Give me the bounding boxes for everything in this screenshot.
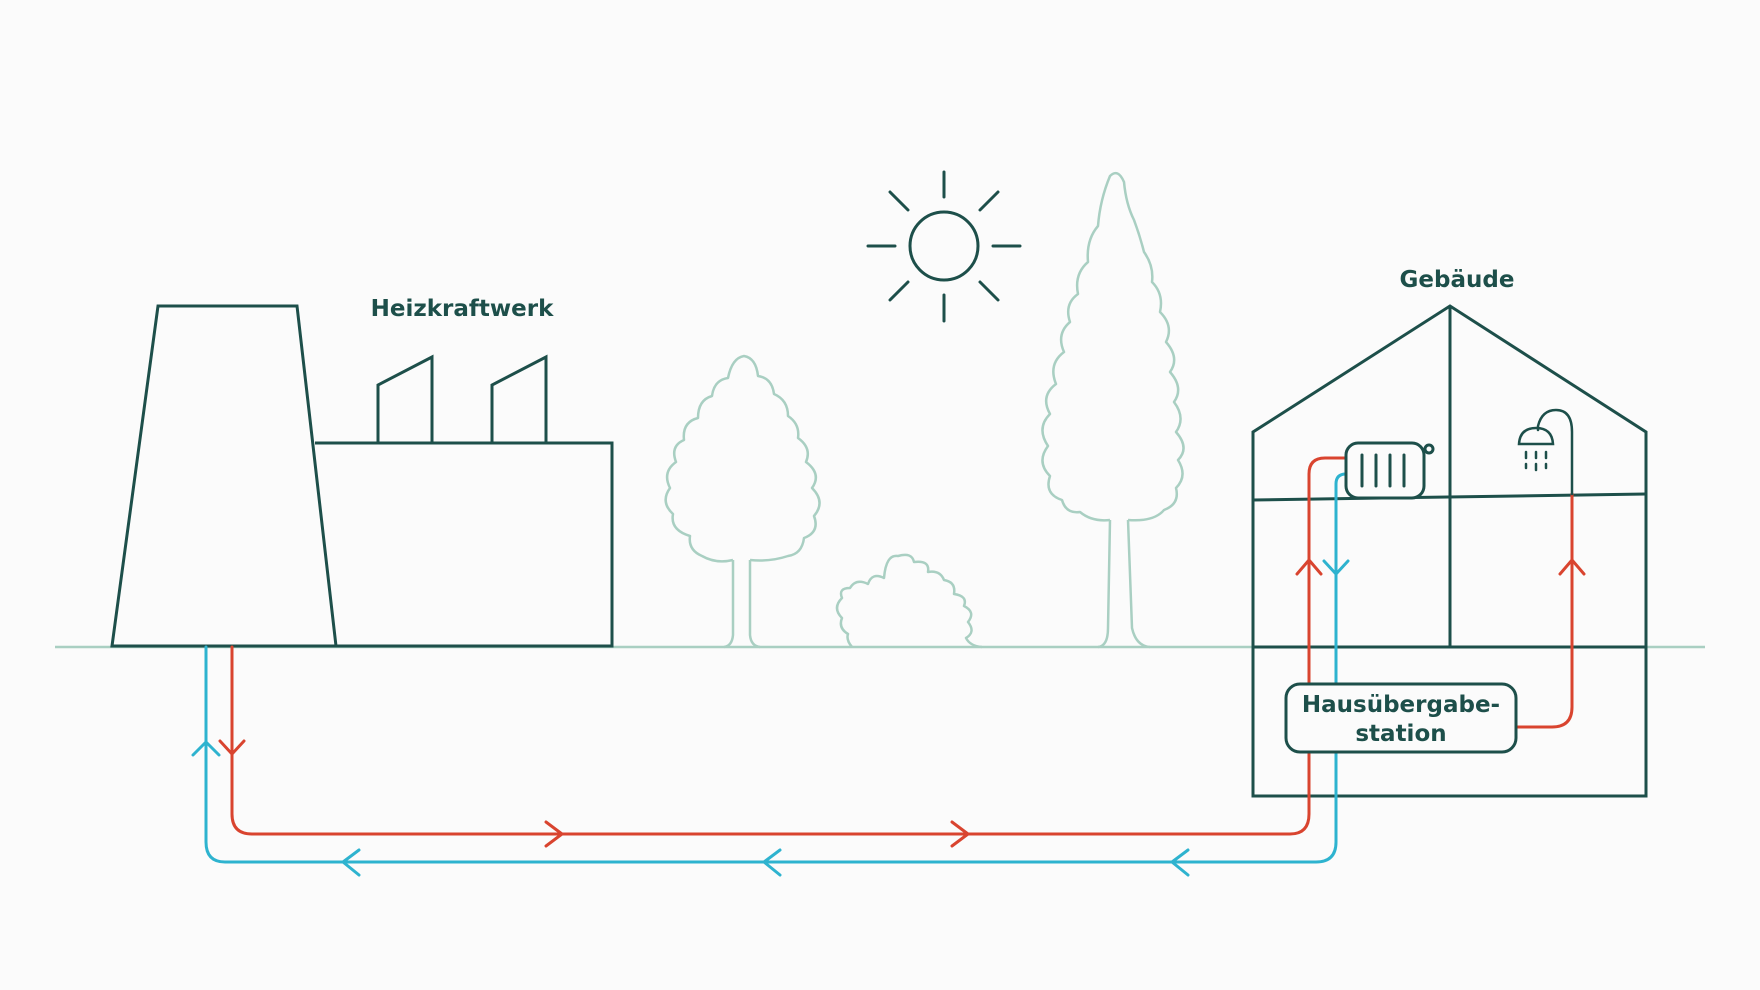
- substation: Hausübergabe- station: [1284, 682, 1518, 754]
- shower-supply-arrow: [1558, 558, 1586, 576]
- return-arrow-1: [1170, 848, 1190, 877]
- supply-line: [230, 456, 1348, 836]
- supply-pipe: [218, 456, 1586, 848]
- return-arrow-3: [341, 848, 361, 877]
- building: [1251, 304, 1648, 798]
- chimney-left: [376, 354, 434, 443]
- return-arrow-plant: [191, 740, 221, 757]
- chimney-right: [490, 354, 548, 443]
- tree-deciduous: [664, 354, 821, 649]
- supply-arrow-1: [544, 820, 564, 848]
- return-arrow-2: [762, 848, 782, 877]
- supply-arrow-building: [1295, 558, 1323, 576]
- tree-tall: [1041, 171, 1185, 649]
- shower-icon: [1517, 408, 1574, 496]
- plant-building: [315, 441, 614, 648]
- substation-box: [1284, 682, 1518, 754]
- bush: [835, 553, 983, 649]
- building-upper-floor: [1252, 492, 1647, 502]
- substation-label-line1: Hausübergabe-: [1302, 692, 1500, 718]
- return-pipe: [191, 472, 1350, 877]
- cooling-tower: [110, 304, 338, 648]
- building-label: Gebäude: [1400, 267, 1515, 293]
- building-outline: [1251, 304, 1648, 798]
- substation-label-line2: station: [1355, 721, 1446, 747]
- plant-label: Heizkraftwerk: [371, 296, 554, 322]
- return-line: [204, 472, 1348, 864]
- heating-plant: [110, 304, 614, 648]
- shower-supply-line: [1514, 492, 1574, 729]
- supply-arrow-plant: [218, 739, 246, 756]
- radiator-icon: [1344, 441, 1435, 500]
- sun-icon: [866, 170, 1022, 323]
- supply-arrow-2: [950, 820, 970, 848]
- return-arrow-building: [1322, 559, 1350, 576]
- vegetation: [664, 171, 1185, 649]
